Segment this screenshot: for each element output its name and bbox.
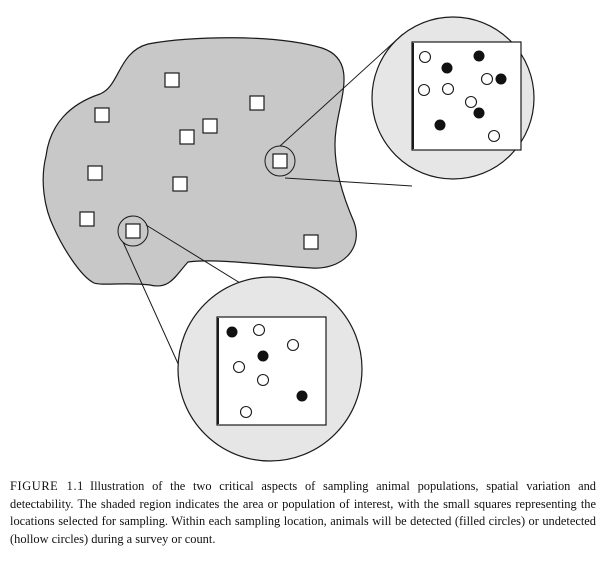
sample-squares — [79, 72, 319, 250]
undetected-animal — [286, 338, 300, 352]
leader-line-lower-left — [122, 241, 181, 369]
sample-square — [164, 72, 180, 88]
undetected-animal — [418, 50, 432, 64]
highlight-ring-upper — [264, 145, 296, 177]
highlight-ring-lower — [117, 215, 149, 247]
undetected-animal — [464, 95, 478, 109]
undetected-animal — [256, 373, 270, 387]
sample-square — [272, 153, 288, 169]
detected-animal — [226, 326, 238, 338]
detected-animal — [434, 119, 446, 131]
detected-animal — [257, 350, 269, 362]
detected-animal — [473, 50, 485, 62]
undetected-animal — [239, 405, 253, 419]
caption-text: Illustration of the two critical aspects… — [10, 479, 596, 546]
undetected-animal — [232, 360, 246, 374]
leader-line-upper-bottom — [284, 177, 413, 187]
undetected-animal — [480, 72, 494, 86]
undetected-animal — [417, 83, 431, 97]
undetected-animal — [441, 82, 455, 96]
sampling-diagram — [42, 16, 535, 462]
undetected-animal — [252, 323, 266, 337]
detected-animal — [473, 107, 485, 119]
detected-animal — [441, 62, 453, 74]
sample-square — [87, 165, 103, 181]
undetected-animal — [487, 129, 501, 143]
leader-line-upper-top — [279, 33, 404, 147]
magnifier-upper-right — [371, 16, 535, 180]
sample-square — [79, 211, 95, 227]
sample-square — [125, 223, 141, 239]
detected-animal — [296, 390, 308, 402]
sample-square — [94, 107, 110, 123]
magnifier-lower — [177, 276, 363, 462]
sample-square — [172, 176, 188, 192]
sample-square — [303, 234, 319, 250]
detected-animal — [495, 73, 507, 85]
study-region — [42, 37, 357, 287]
sample-square — [249, 95, 265, 111]
sample-square — [179, 129, 195, 145]
figure-label: FIGURE 1.1 — [10, 479, 84, 493]
sample-square — [202, 118, 218, 134]
